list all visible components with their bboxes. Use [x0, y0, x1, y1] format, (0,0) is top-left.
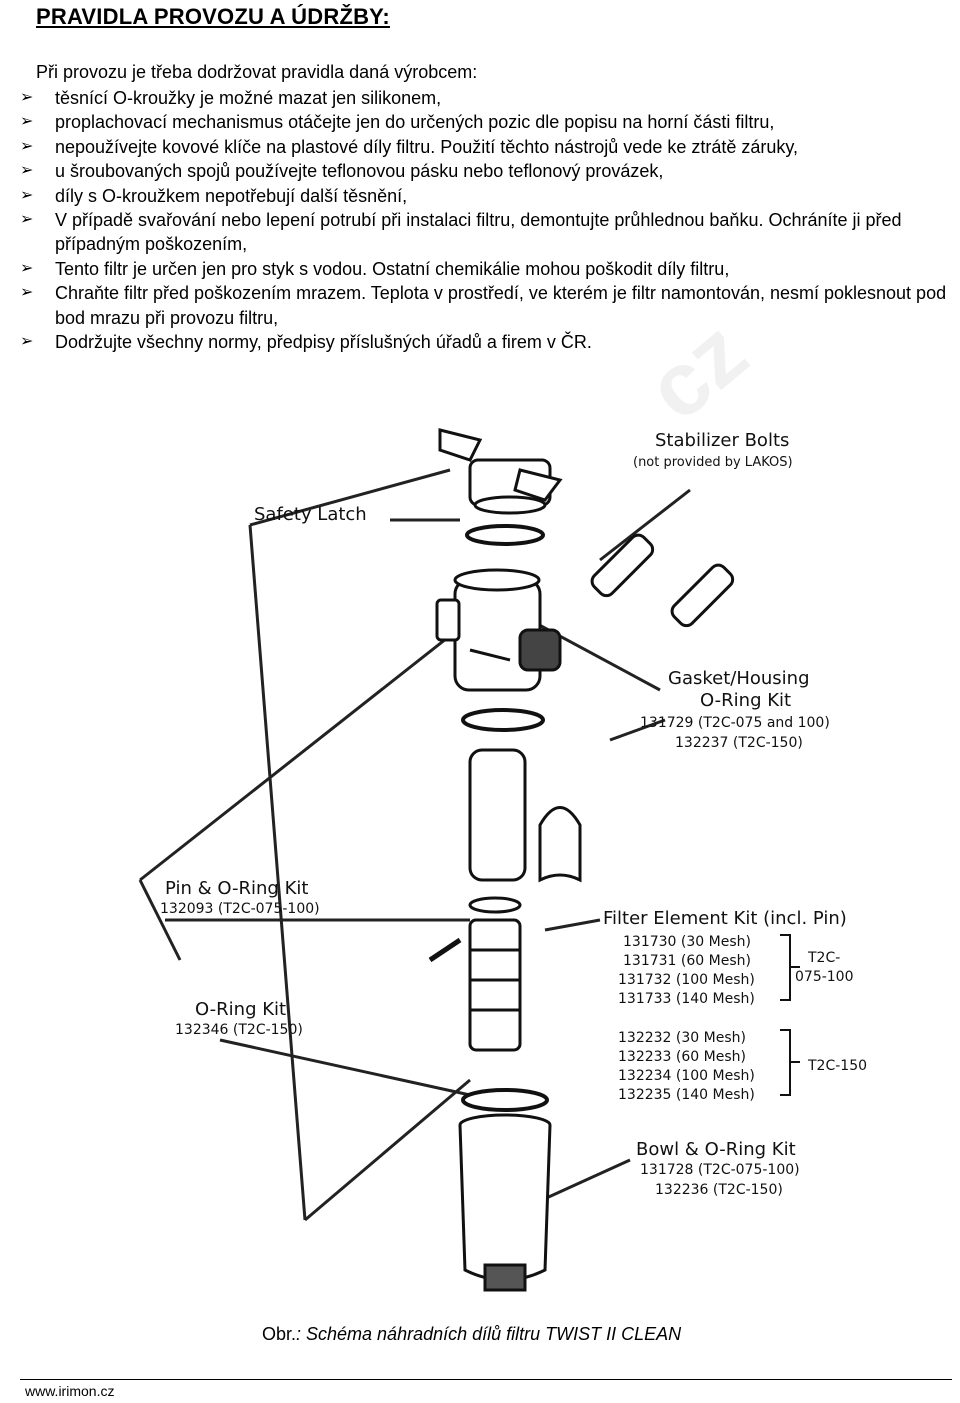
filter-element-part	[428, 896, 522, 1052]
o-ring-part	[461, 1088, 549, 1112]
arrow-bullet-icon: ➢	[20, 113, 34, 131]
stabilizer-bolt-part	[590, 533, 735, 628]
pin-kit-code: 132093 (T2C-075-100)	[160, 901, 320, 917]
page-heading: PRAVIDLA PROVOZU A ÚDRŽBY:	[36, 4, 390, 29]
o-ring-part	[465, 524, 545, 546]
arrow-bullet-icon: ➢	[20, 137, 34, 155]
rule-item: ➢Tento filtr je určen jen pro styk s vod…	[20, 257, 956, 281]
filter-group-a-2: 075-100	[795, 969, 854, 985]
bowl-code-1: 131728 (T2C-075-100)	[640, 1162, 800, 1178]
gasket-code-2: 132237 (T2C-150)	[675, 735, 803, 751]
arrow-bullet-icon: ➢	[20, 259, 34, 277]
arrow-bullet-icon: ➢	[20, 162, 34, 180]
exploded-parts-diagram: Stabilizer Bolts (not provided by LAKOS)…	[138, 428, 867, 1292]
rule-item: ➢proplachovací mechanismus otáčejte jen …	[20, 110, 956, 134]
filter-code: 131733 (140 Mesh)	[618, 991, 755, 1007]
rule-item: ➢díly s O-kroužkem nepotřebují další těs…	[20, 184, 956, 208]
gasket-code-1: 131729 (T2C-075 and 100)	[640, 715, 830, 731]
filter-code: 132235 (140 Mesh)	[618, 1087, 755, 1103]
rule-item: ➢nepoužívejte kovové klíče na plastové d…	[20, 135, 956, 159]
arrow-bullet-icon: ➢	[20, 284, 34, 302]
filter-code: 132234 (100 Mesh)	[618, 1068, 755, 1084]
rules-list: ➢těsnící O-kroužky je možné mazat jen si…	[20, 86, 956, 354]
o-ring-kit-title: O-Ring Kit	[195, 999, 286, 1020]
gasket-title-2: O-Ring Kit	[700, 690, 791, 711]
flushing-element-part	[468, 748, 582, 883]
rule-item: ➢Dodržujte všechny normy, předpisy přísl…	[20, 330, 956, 354]
stabilizer-title: Stabilizer Bolts	[655, 430, 789, 451]
figure-caption: Obr.: Schéma náhradních dílů filtru TWIS…	[262, 1324, 682, 1344]
rule-item: ➢těsnící O-kroužky je možné mazat jen si…	[20, 86, 956, 110]
rule-item: ➢u šroubovaných spojů používejte teflono…	[20, 159, 956, 183]
bowl-code-2: 132236 (T2C-150)	[655, 1182, 783, 1198]
pin-kit-title: Pin & O-Ring Kit	[165, 878, 308, 899]
bowl-kit-title: Bowl & O-Ring Kit	[636, 1139, 796, 1160]
diagram-labels: Stabilizer Bolts (not provided by LAKOS)…	[160, 430, 867, 1198]
filter-code: 132233 (60 Mesh)	[618, 1049, 746, 1065]
filter-code: 131731 (60 Mesh)	[623, 953, 751, 969]
footer-url[interactable]: www.irimon.cz	[25, 1383, 115, 1399]
arrow-bullet-icon: ➢	[20, 211, 34, 229]
o-ring-kit-code: 132346 (T2C-150)	[175, 1022, 303, 1038]
intro-text: Při provozu je třeba dodržovat pravidla …	[36, 62, 478, 82]
filter-kit-title: Filter Element Kit (incl. Pin)	[603, 908, 847, 929]
arrow-bullet-icon: ➢	[20, 89, 34, 106]
filter-code: 131732 (100 Mesh)	[618, 972, 755, 988]
rule-item: ➢V případě svařování nebo lepení potrubí…	[20, 210, 902, 255]
rule-item: ➢Chraňte filtr před poškozením mrazem. T…	[20, 283, 947, 328]
filter-group-a-1: T2C-	[807, 950, 840, 966]
arrow-bullet-icon: ➢	[20, 186, 34, 204]
filter-code: 132232 (30 Mesh)	[618, 1030, 746, 1046]
bowl-part	[458, 1113, 552, 1292]
group-brackets	[780, 934, 800, 1096]
gasket-title-1: Gasket/Housing	[668, 668, 810, 689]
filter-code: 131730 (30 Mesh)	[623, 934, 751, 950]
arrow-bullet-icon: ➢	[20, 333, 34, 351]
filter-group-b: T2C-150	[807, 1058, 867, 1074]
filter-cap-part	[438, 428, 563, 515]
safety-latch-label: Safety Latch	[254, 504, 367, 525]
o-ring-part	[461, 708, 545, 732]
footer-divider	[20, 1379, 952, 1380]
housing-head-part	[435, 568, 562, 692]
stabilizer-note: (not provided by LAKOS)	[633, 455, 793, 470]
